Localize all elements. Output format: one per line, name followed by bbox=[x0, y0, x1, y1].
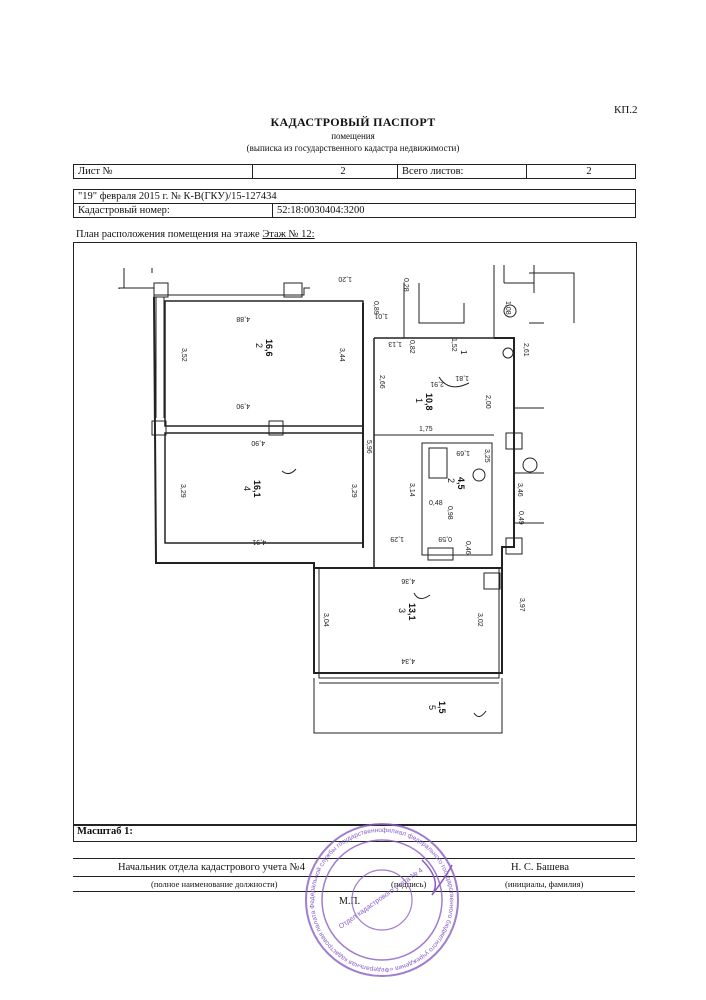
dim-label: 2,66 bbox=[378, 375, 385, 389]
dim-label: 3,46 bbox=[516, 483, 523, 497]
sheet-info-table: Лист № 2 Всего листов: 2 bbox=[73, 164, 636, 179]
dim-label: 0,46 bbox=[464, 541, 471, 555]
scale-row: Масштаб 1: bbox=[73, 824, 637, 842]
dim-label: 4,90 bbox=[236, 402, 250, 409]
total-sheets-label: Всего листов: bbox=[397, 164, 527, 179]
seal-place-label: М.П. bbox=[339, 896, 361, 907]
total-sheets-value: 2 bbox=[526, 164, 636, 179]
plan-label-prefix: План расположения помещения на этаже bbox=[76, 229, 260, 240]
dim-label: 1,20 bbox=[338, 275, 352, 282]
sheet-label: Лист № bbox=[73, 164, 253, 179]
dim-label: 3,04 bbox=[322, 613, 329, 627]
room-a2-number: 2 bbox=[254, 343, 264, 348]
floor-plan-drawing: 1 2 16,6 4 16,1 1 10,8 2 4,5 3 13,1 5 1,… bbox=[118, 265, 575, 734]
room-b2-number: 2 bbox=[446, 478, 456, 483]
dim-label: 1,08 bbox=[504, 301, 511, 315]
dim-label: 3,29 bbox=[179, 484, 186, 498]
room-4-number: 4 bbox=[242, 486, 252, 491]
scale-label: Масштаб 1: bbox=[77, 826, 133, 837]
dim-label: 4,34 bbox=[401, 657, 415, 664]
room-4-area: 16,1 bbox=[252, 480, 262, 498]
seal-graphic: филиал федерального государственного бюд… bbox=[299, 814, 459, 977]
dim-label: 4,88 bbox=[236, 315, 250, 322]
dim-label: 1,75 bbox=[419, 426, 433, 433]
position-caption: (полное наименование должности) bbox=[151, 879, 278, 889]
divider bbox=[73, 891, 635, 892]
document-subtitle: помещения bbox=[331, 131, 375, 141]
cadastral-number-value: 52:18:0030404:3200 bbox=[272, 203, 636, 218]
dim-label: 0,49 bbox=[517, 511, 524, 525]
room-3-number: 3 bbox=[397, 608, 407, 613]
official-name: Н. С. Башева bbox=[511, 862, 570, 873]
official-position: Начальник отдела кадастрового учета №4 bbox=[118, 862, 305, 873]
divider bbox=[73, 858, 635, 859]
dim-label: 0,82 bbox=[408, 340, 415, 354]
dim-label: 3,02 bbox=[476, 613, 483, 627]
plan-floor-label: Этаж № 12: bbox=[262, 229, 315, 240]
room-b2-area: 4,5 bbox=[456, 477, 466, 490]
dim-label: 0,48 bbox=[429, 500, 443, 507]
name-caption: (инициалы, фамилия) bbox=[505, 879, 584, 889]
document-subtitle-extract: (выписка из государственного кадастра не… bbox=[246, 143, 460, 153]
dim-label: 4,36 bbox=[401, 577, 415, 584]
dim-label: 1,69 bbox=[456, 449, 470, 456]
dim-label: 1,29 bbox=[390, 535, 404, 542]
cadastral-info-table: "19" февраля 2015 г. № К-В(ГКУ)/15-12743… bbox=[73, 189, 636, 218]
dim-label: 0,98 bbox=[446, 506, 453, 520]
dim-label: 3,29 bbox=[350, 484, 357, 498]
dim-label: 0,28 bbox=[402, 278, 409, 292]
dim-label: 2,00 bbox=[484, 395, 491, 409]
signature-caption: (подпись) bbox=[391, 879, 427, 889]
dim-label: 3,97 bbox=[518, 598, 525, 612]
dim-label: 2,61 bbox=[522, 343, 529, 357]
room-5-area: 1,5 bbox=[437, 701, 447, 714]
cadastral-number-label: Кадастровый номер: bbox=[73, 203, 273, 218]
dim-label: 1,13 bbox=[388, 340, 402, 347]
plan-label: План расположения помещения на этаже Эта… bbox=[76, 229, 315, 240]
dim-label: 3,14 bbox=[408, 483, 415, 497]
room-a2-area: 16,6 bbox=[264, 339, 274, 357]
room-1-number: 1 bbox=[459, 350, 468, 355]
dim-label: 1,52 bbox=[450, 338, 457, 352]
dim-label: 3,52 bbox=[180, 348, 187, 362]
dim-label: 0,89 bbox=[372, 301, 379, 315]
signature-block: Начальник отдела кадастрового учета №4 Н… bbox=[73, 858, 635, 907]
document-title: КАДАСТРОВЫЙ ПАСПОРТ bbox=[270, 115, 436, 129]
dim-label: 3,25 bbox=[483, 449, 490, 463]
dim-label: 2,91 bbox=[430, 380, 444, 387]
divider bbox=[73, 876, 635, 877]
dim-label: 1,81 bbox=[455, 374, 469, 381]
dim-label: 0,59 bbox=[438, 535, 452, 542]
room-1-number-label: 1 bbox=[414, 398, 424, 403]
official-seal: филиал федерального государственного бюд… bbox=[299, 814, 462, 980]
dim-label: 1,01 bbox=[374, 312, 388, 319]
sheet-value: 2 bbox=[252, 164, 398, 179]
floor-plan-frame: 1 2 16,6 4 16,1 1 10,8 2 4,5 3 13,1 5 1,… bbox=[73, 242, 637, 826]
document-code: КП.2 bbox=[614, 104, 638, 116]
dim-label: 3,44 bbox=[338, 348, 345, 362]
room-5-number: 5 bbox=[427, 705, 437, 710]
dim-label: 4,91 bbox=[252, 538, 266, 545]
room-3-area: 13,1 bbox=[407, 603, 417, 621]
dim-label: 5,96 bbox=[365, 440, 372, 454]
date-line: "19" февраля 2015 г. № К-В(ГКУ)/15-12743… bbox=[73, 189, 636, 204]
room-1-area: 10,8 bbox=[424, 393, 434, 411]
dim-label: 4,90 bbox=[251, 439, 265, 446]
